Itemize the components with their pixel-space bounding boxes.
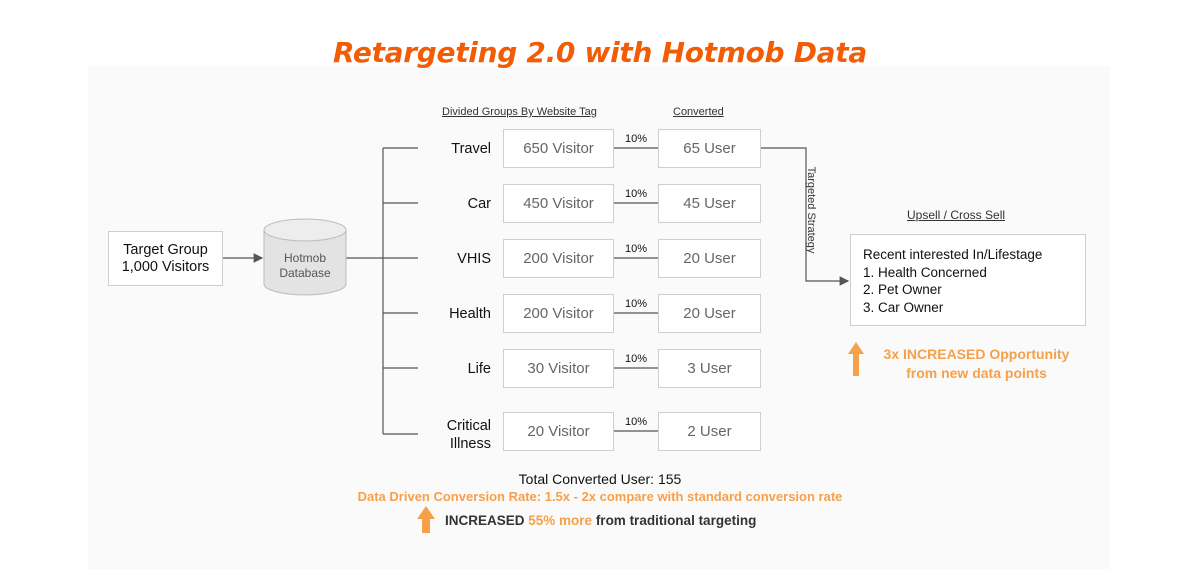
page-title: Retargeting 2.0 with Hotmob Data: [333, 36, 867, 69]
visitor-box-life: 30 Visitor: [503, 349, 614, 388]
category-health: Health: [449, 306, 491, 322]
increase-suffix: from traditional targeting: [592, 513, 757, 528]
user-box-critical-illness: 2 User: [658, 412, 761, 451]
arrow-strategy: [761, 147, 850, 286]
category-travel: Travel: [451, 141, 491, 157]
visitor-box-vhis: 200 Visitor: [503, 239, 614, 278]
user-box-car: 45 User: [658, 184, 761, 223]
opportunity-line2: from new data points: [906, 365, 1047, 381]
increase-highlight: 55% more: [528, 513, 593, 528]
groups-header: Divided Groups By Website Tag: [442, 106, 597, 118]
category-critical-illness: Critical Illness: [446, 418, 491, 452]
target-group-box: Target Group 1,000 Visitors: [108, 231, 223, 286]
rate-life: 10%: [625, 353, 648, 365]
target-group-line2: 1,000 Visitors: [121, 258, 210, 275]
database-label-line2: Database: [279, 266, 331, 280]
conversion-rate-note: Data Driven Conversion Rate: 1.5x - 2x c…: [357, 489, 843, 504]
visitor-box-travel: 650 Visitor: [503, 129, 614, 168]
upsell-line: 3. Car Owner: [863, 299, 944, 315]
user-box-vhis: 20 User: [658, 239, 761, 278]
rate-critical-illness: 10%: [625, 416, 648, 428]
upsell-header: Upsell / Cross Sell: [907, 208, 1006, 222]
visitor-box-critical-illness: 20 Visitor: [503, 412, 614, 451]
rate-vhis: 10%: [625, 243, 648, 255]
visitor-box-car: 450 Visitor: [503, 184, 614, 223]
upsell-line: 2. Pet Owner: [863, 282, 942, 297]
opportunity-line1: 3x INCREASED Opportunity: [883, 346, 1070, 362]
opportunity-note: 3x INCREASED Opportunity from new data p…: [864, 345, 1089, 383]
target-group-line1: Target Group: [123, 241, 208, 258]
visitor-box-health: 200 Visitor: [503, 294, 614, 333]
user-box-life: 3 User: [658, 349, 761, 388]
user-box-health: 20 User: [658, 294, 761, 333]
user-box-travel: 65 User: [658, 129, 761, 168]
database-cylinder-icon: [263, 218, 347, 296]
up-arrow-icon-bottom: [417, 506, 435, 533]
converted-header: Converted: [673, 106, 724, 118]
category-life: Life: [467, 361, 491, 377]
category-vhis: VHIS: [457, 251, 491, 267]
database-label-line1: Hotmob: [283, 251, 327, 265]
database-label: Hotmob Database: [262, 251, 348, 281]
targeted-strategy-label: Targeted Strategy: [805, 166, 817, 254]
category-car: Car: [467, 196, 491, 212]
upsell-line: Recent interested In/Lifestage: [863, 247, 1043, 262]
rate-health: 10%: [625, 298, 648, 310]
rate-car: 10%: [625, 188, 648, 200]
upsell-box: Recent interested In/Lifestage 1. Health…: [850, 234, 1086, 326]
increase-prefix: INCREASED: [445, 513, 529, 528]
up-arrow-icon: [848, 342, 864, 376]
total-converted: Total Converted User: 155: [518, 471, 682, 487]
increase-note: INCREASED 55% more from traditional targ…: [445, 513, 756, 528]
rate-travel: 10%: [625, 133, 648, 145]
upsell-line: 1. Health Concerned: [863, 264, 987, 280]
